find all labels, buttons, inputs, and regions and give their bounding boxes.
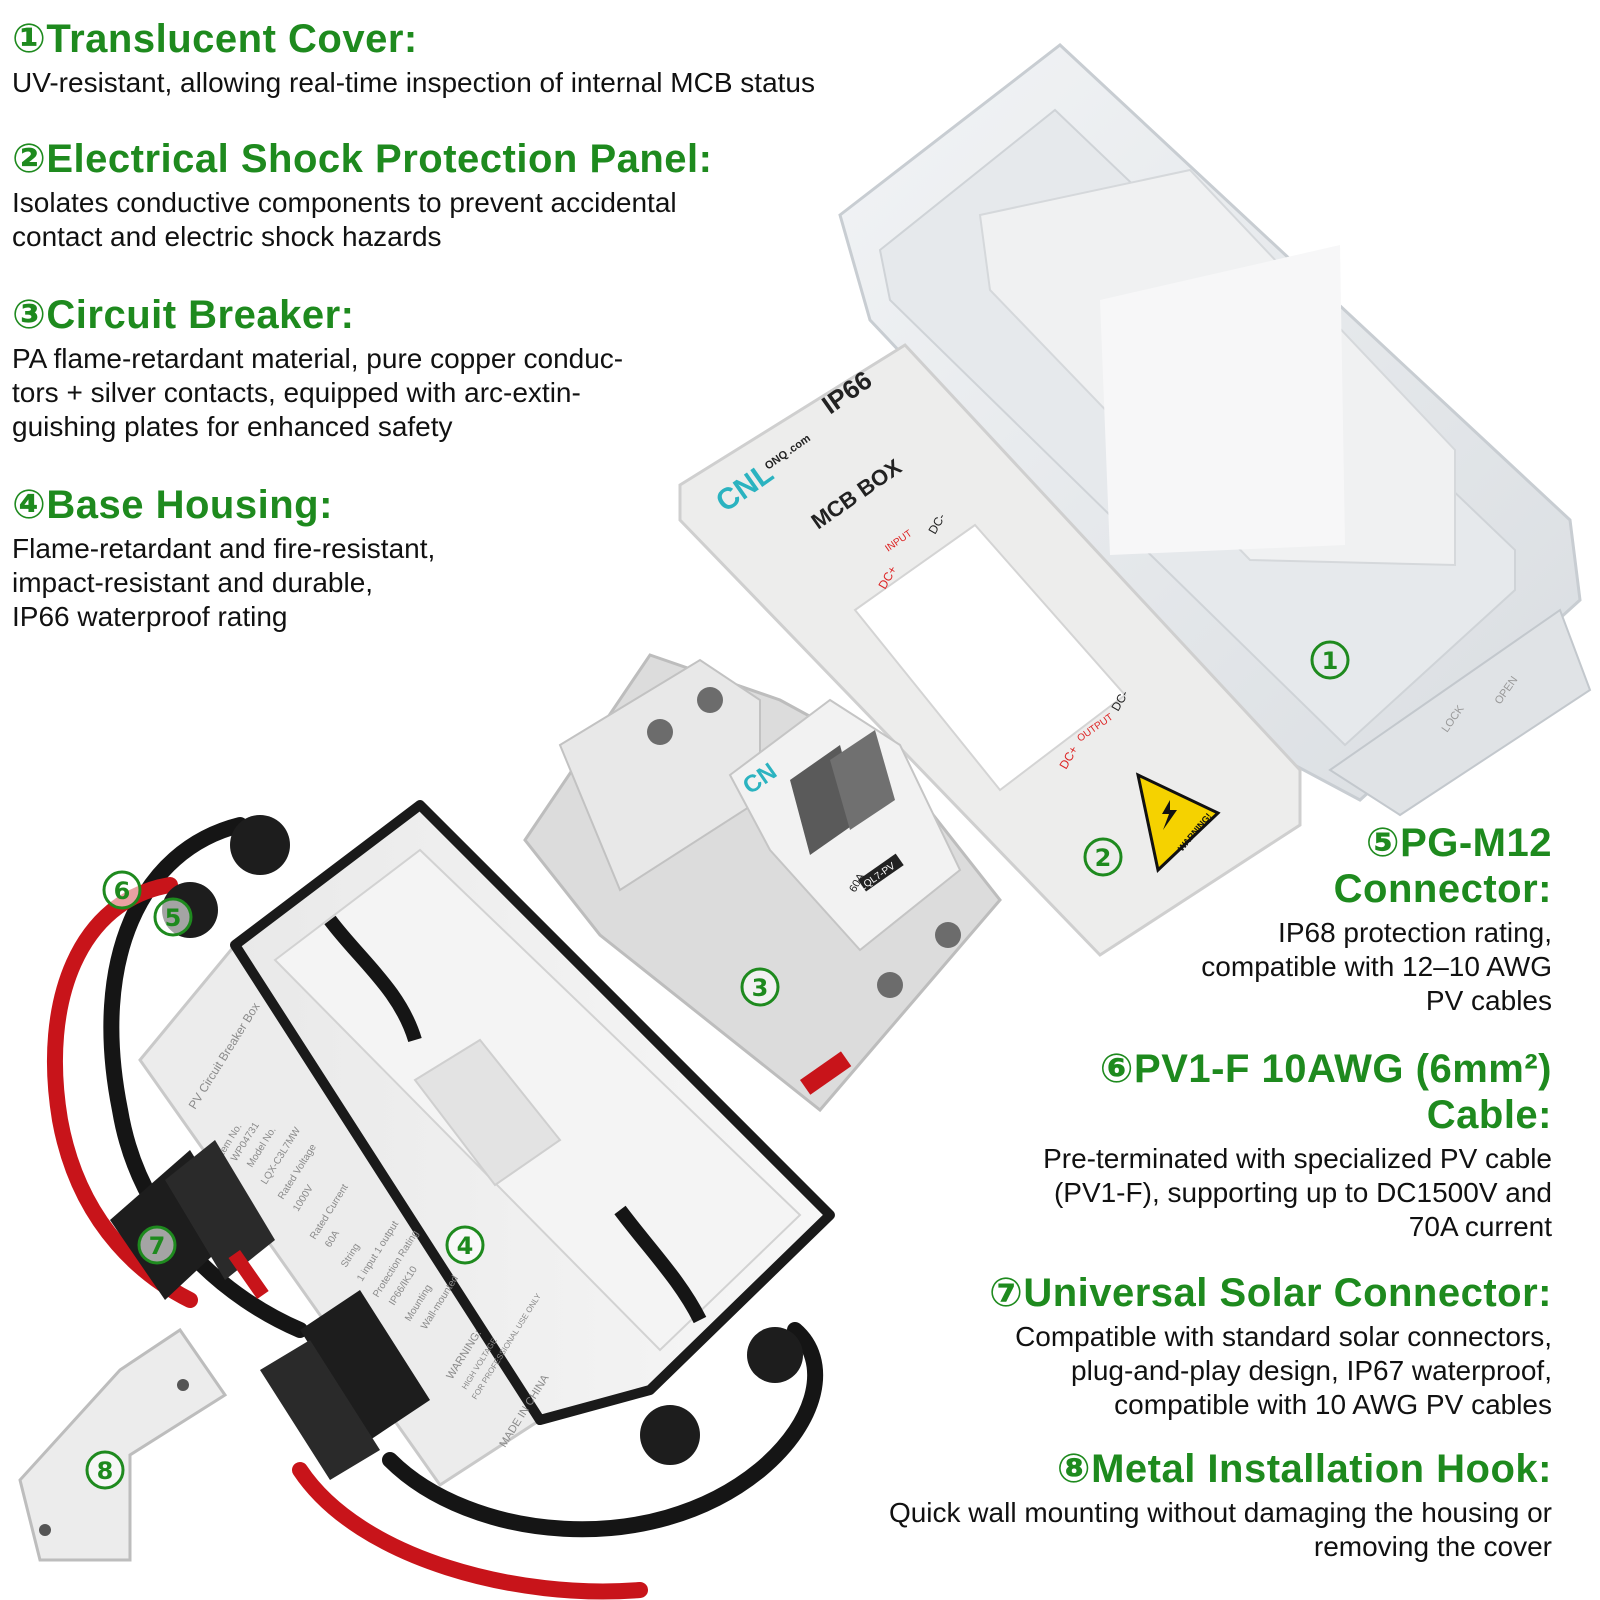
feature-title: ①Translucent Cover: [12,17,418,61]
feature-title: ⑥PV1-F 10AWG (6mm²) Cable: [1099,1047,1552,1137]
svg-text:8: 8 [97,1457,114,1485]
svg-text:7: 7 [149,1232,166,1260]
callout-8: 8 [85,1450,125,1490]
svg-text:4: 4 [457,1232,474,1260]
svg-text:2: 2 [1095,844,1112,872]
feature-description: Isolates conductive components to preven… [12,187,677,252]
feature-title: ③Circuit Breaker: [12,293,355,337]
base-housing: PV Circuit Breaker Box Item No. WP04731 … [138,800,835,1488]
lightning-icon [1162,800,1177,830]
feature-title: ②Electrical Shock Protection Panel: [12,137,713,181]
svg-text:5: 5 [165,904,182,932]
callout-3: 3 [740,967,780,1007]
feature-description: PA flame-retardant material, pure copper… [12,343,624,442]
svg-text:1: 1 [1322,647,1339,675]
callout-markers: 1 2 3 4 5 6 7 8 [85,640,1350,1490]
feature-title: ④Base Housing: [12,483,333,527]
feature-description: Quick wall mounting without damaging the… [888,1497,1552,1562]
solar-connectors [110,1140,430,1480]
callout-4: 4 [445,1225,485,1265]
feature-translucent-cover: ①Translucent Cover: UV-resistant, allowi… [12,16,1012,100]
feature-description: Compatible with standard solar connector… [1015,1321,1552,1420]
feature-universal-solar-connector: ⑦Universal Solar Connector: Compatible w… [912,1270,1552,1422]
terminal-screw-bottom-right [935,922,961,948]
feature-title: ⑦Universal Solar Connector: [988,1271,1552,1315]
callout-7: 7 [137,1225,177,1265]
shock-protection-panel: IP66 CNL ONQ.com MCB BOX INPUT DC- DC+ O… [678,343,1302,957]
hook-screw-hole-top [177,1379,189,1391]
feature-circuit-breaker: ③Circuit Breaker: PA flame-retardant mat… [12,292,772,444]
svg-text:3: 3 [752,974,769,1002]
feature-description: Flame-retardant and fire-resistant, impa… [12,533,436,632]
hook-screw-hole-bottom [39,1524,51,1536]
terminal-screw-bottom-left [877,972,903,998]
feature-metal-installation-hook: ⑧Metal Installation Hook: Quick wall mou… [792,1446,1552,1564]
callout-1: 1 [1310,640,1350,680]
feature-shock-protection-panel: ②Electrical Shock Protection Panel: Isol… [12,136,852,254]
metal-hook [18,1327,228,1562]
feature-description: Pre-terminated with specialized PV cable… [1043,1143,1552,1242]
callout-6: 6 [102,870,142,910]
feature-description: UV-resistant, allowing real-time inspect… [12,67,816,98]
feature-description: IP68 protection rating, compatible with … [1201,917,1552,1016]
terminal-screw-top-left [647,719,673,745]
feature-base-housing: ④Base Housing: Flame-retardant and fire-… [12,482,572,634]
terminal-screw-top-right [697,687,723,713]
translucent-cover: LOCK OPEN [838,43,1592,817]
feature-pv1f-cable: ⑥PV1-F 10AWG (6mm²) Cable: Pre-terminate… [932,1046,1552,1244]
feature-pg-m12-connector: ⑤PG-M12 Connector: IP68 protection ratin… [1112,820,1552,1018]
pv-cables [46,817,824,1600]
feature-title: ⑤PG-M12 Connector: [1333,821,1552,911]
feature-title: ⑧Metal Installation Hook: [1056,1447,1552,1491]
callout-2: 2 [1083,837,1123,877]
svg-text:6: 6 [114,877,131,905]
circuit-breaker: CN 60A LQL7-PV [523,653,1002,1113]
callout-5: 5 [153,897,193,937]
